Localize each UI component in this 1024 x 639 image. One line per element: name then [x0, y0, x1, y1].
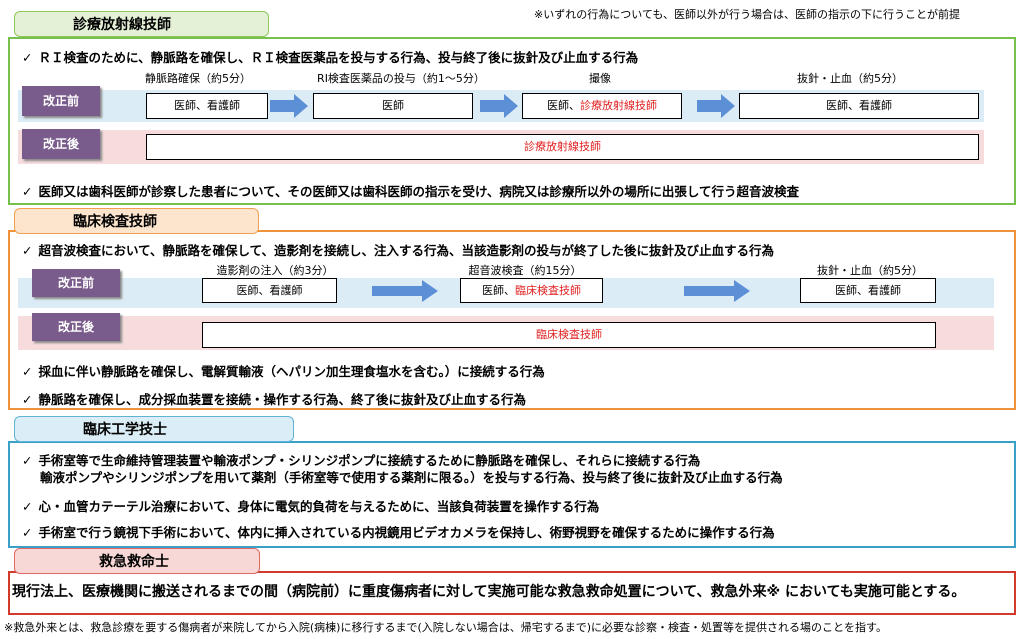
- arrow-right-icon: [697, 94, 735, 118]
- rad-after-label: 改正後: [22, 129, 100, 159]
- lab-item-apheresis: ✓ 静脈路を確保し、成分採血装置を接続・操作する行為、終了後に抜針及び止血する行為: [22, 389, 526, 408]
- rad-step1-label: 静脈路確保（約5分）: [145, 72, 251, 85]
- ce-panel: [8, 441, 1016, 548]
- radiology-tab-title: 診療放射線技師: [14, 11, 269, 37]
- radiology-item-ultrasound-text: 医師又は歯科医師が診察した患者について、その医師又は歯科医師の指示を受け、病院又…: [38, 184, 799, 199]
- lab-step3-box: 医師、看護師: [800, 278, 936, 303]
- rad-step4-box: 医師、看護師: [739, 93, 979, 119]
- check-icon: ✓: [22, 184, 33, 199]
- check-icon: ✓: [22, 392, 33, 407]
- emt-tab-title: 救急救命士: [14, 548, 260, 574]
- arrow-right-icon: [270, 94, 308, 118]
- lab-item-infusion: ✓ 採血に伴い静脈路を確保し、電解質輸液（ヘパリン加生理食塩水を含む。）に接続する…: [22, 361, 545, 380]
- arrow-right-icon: [480, 94, 518, 118]
- lab-tab-title: 臨床検査技師: [14, 208, 259, 234]
- check-icon: ✓: [22, 50, 33, 65]
- arrow-right-icon: [684, 280, 750, 302]
- top-note: ※いずれの行為についても、医師以外が行う場合は、医師の指示の下に行うことが前提: [534, 8, 961, 21]
- rad-before-label: 改正前: [22, 86, 100, 116]
- rad-step4-label: 抜針・止血（約5分）: [797, 72, 903, 85]
- lab-step1-label: 造影剤の注入（約3分）: [216, 264, 334, 277]
- radiology-item-ultrasound: ✓ 医師又は歯科医師が診察した患者について、その医師又は歯科医師の指示を受け、病院…: [22, 181, 799, 200]
- radiology-item-ri: ✓ ＲＩ検査のために、静脈路を確保し、ＲＩ検査医薬品を投与する行為、投与終了後に抜…: [22, 47, 638, 66]
- ce-item-pump-text-a: 手術室等で生命維持管理装置や輸液ポンプ・シリンジポンプに接続するために静脈路を確…: [38, 453, 701, 468]
- emt-panel: [8, 571, 1016, 615]
- emt-text: 現行法上、医療機関に搬送されるまでの間（病院前）に重度傷病者に対して実施可能な救…: [12, 584, 966, 600]
- ce-item-endoscope: ✓ 手術室で行う鏡視下手術において、体内に挿入されている内視鏡用ビデオカメラを保持…: [22, 522, 775, 541]
- lab-item-contrast: ✓ 超音波検査において、静脈路を確保して、造影剤を接続し、注入する行為、当該造影剤…: [22, 240, 774, 259]
- rad-step1-box-text: 医師、看護師: [174, 99, 240, 112]
- footnote: ※救急外来とは、救急診療を要する傷病者が来院してから入院(病棟)に移行するまで(…: [4, 621, 887, 634]
- lab-step2-box-text: 医師、: [482, 284, 515, 297]
- check-icon: ✓: [22, 499, 33, 514]
- lab-step2-box: 医師、臨床検査技師: [460, 278, 603, 303]
- lab-step2-box-red: 臨床検査技師: [515, 284, 581, 297]
- ce-item-endoscope-text: 手術室で行う鏡視下手術において、体内に挿入されている内視鏡用ビデオカメラを保持し…: [38, 525, 775, 540]
- lab-step3-label: 抜針・止血（約5分）: [817, 264, 923, 277]
- rad-step3-box-text: 医師、: [547, 99, 580, 112]
- lab-after-label: 改正後: [32, 313, 120, 341]
- ce-item-catheter-text: 心・血管カテーテル治療において、身体に電気的負荷を与えるために、当該負荷装置を操…: [38, 499, 600, 514]
- ce-item-catheter: ✓ 心・血管カテーテル治療において、身体に電気的負荷を与えるために、当該負荷装置を…: [22, 496, 599, 515]
- ce-item-pump-text-b: 輸液ポンプやシリンジポンプを用いて薬剤（手術室等で使用する薬剤に限る。）を投与す…: [40, 470, 783, 485]
- lab-item-apheresis-text: 静脈路を確保し、成分採血装置を接続・操作する行為、終了後に抜針及び止血する行為: [38, 392, 526, 407]
- ce-tab-title: 臨床工学技士: [14, 416, 294, 442]
- check-icon: ✓: [22, 364, 33, 379]
- rad-step2-box-text: 医師: [382, 99, 404, 112]
- rad-step3-label: 撮像: [589, 72, 611, 85]
- arrow-right-icon: [372, 280, 438, 302]
- rad-step2-box: 医師: [313, 93, 473, 119]
- rad-step1-box: 医師、看護師: [146, 93, 268, 119]
- lab-before-label: 改正前: [32, 269, 120, 297]
- check-icon: ✓: [22, 525, 33, 540]
- rad-step2-label: RI検査医薬品の投与（約1～5分）: [317, 72, 485, 85]
- rad-step4-box-text: 医師、看護師: [826, 99, 892, 112]
- rad-after-box: 診療放射線技師: [146, 134, 979, 160]
- lab-step1-box-text: 医師、看護師: [236, 284, 303, 297]
- lab-item-infusion-text: 採血に伴い静脈路を確保し、電解質輸液（ヘパリン加生理食塩水を含む。）に接続する行…: [38, 364, 545, 379]
- radiology-item-ri-text: ＲＩ検査のために、静脈路を確保し、ＲＩ検査医薬品を投与する行為、投与終了後に抜針…: [38, 50, 639, 65]
- rad-step3-box: 医師、診療放射線技師: [522, 93, 682, 119]
- ce-item-pump: ✓ 手術室等で生命維持管理装置や輸液ポンプ・シリンジポンプに接続するために静脈路を…: [22, 452, 783, 486]
- lab-step1-box: 医師、看護師: [202, 278, 337, 303]
- lab-step3-box-text: 医師、看護師: [835, 284, 901, 297]
- check-icon: ✓: [22, 453, 33, 468]
- lab-item-contrast-text: 超音波検査において、静脈路を確保して、造影剤を接続し、注入する行為、当該造影剤の…: [38, 243, 774, 258]
- lab-after-box: 臨床検査技師: [202, 322, 936, 348]
- check-icon: ✓: [22, 243, 33, 258]
- lab-step2-label: 超音波検査（約15分）: [468, 264, 582, 277]
- rad-step3-box-red: 診療放射線技師: [580, 99, 657, 112]
